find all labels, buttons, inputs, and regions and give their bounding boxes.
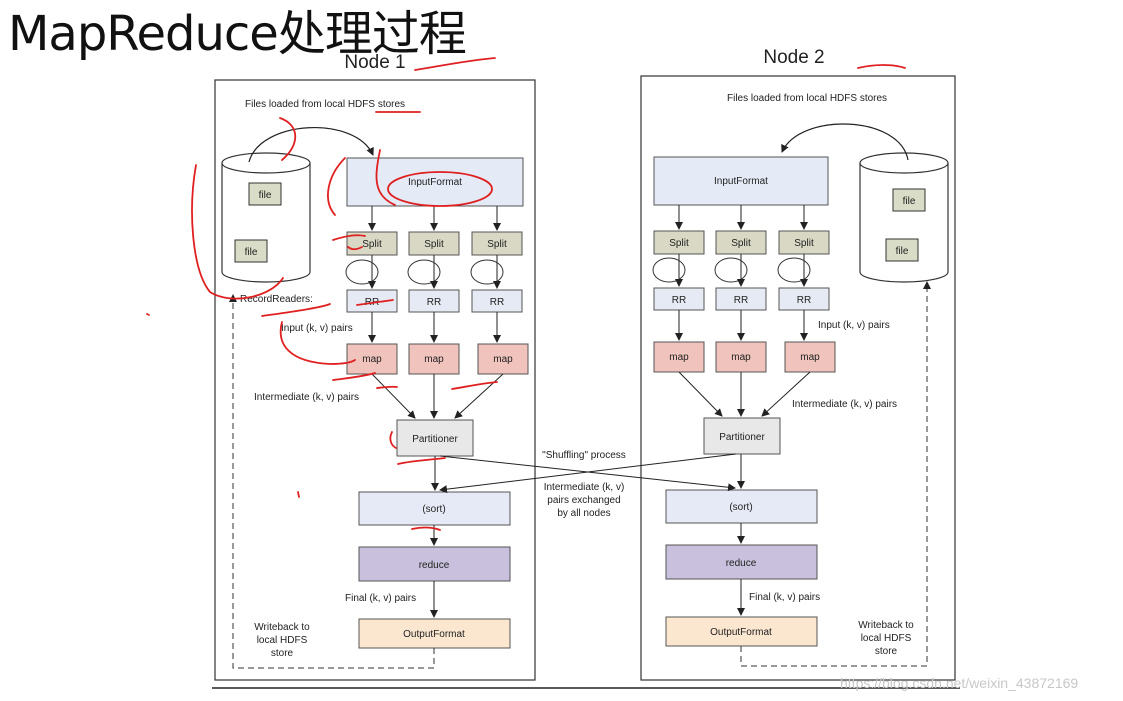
- node2-map-label: map: [731, 352, 751, 363]
- node2-frame: [640, 75, 956, 681]
- shuffle-desc-line: by all nodes: [557, 508, 610, 519]
- shuffle-desc-line: pairs exchanged: [547, 495, 620, 506]
- node1-split-label: Split: [487, 239, 507, 250]
- node2-split-label: Split: [794, 238, 814, 249]
- node2-inputformat-box: [653, 156, 829, 206]
- node2-file-label: file: [903, 196, 916, 207]
- node1-outputformat-box: [358, 618, 511, 649]
- node1-writeback-line: store: [271, 648, 294, 659]
- node1-split-label: Split: [424, 239, 444, 250]
- node1-writeback-line: Writeback to: [254, 622, 310, 633]
- node1-recordreaders-label: RecordReaders:: [240, 294, 313, 305]
- node1-frame: [214, 79, 536, 681]
- node1-file-label: file: [245, 247, 258, 258]
- node2-writeback-line: local HDFS: [861, 633, 912, 644]
- node1-map-label: map: [424, 354, 444, 365]
- node1-intermediate-label: Intermediate (k, v) pairs: [254, 392, 359, 403]
- node1-outputformat-label: OutputFormat: [403, 629, 465, 640]
- node2-label: Node 2: [763, 47, 824, 68]
- node1-input-pairs-label: Input (k, v) pairs: [281, 323, 353, 334]
- node2-final-label: Final (k, v) pairs: [749, 592, 820, 603]
- node1-hdfs-store: file file: [221, 152, 311, 283]
- node1-writeback-line: local HDFS: [257, 635, 308, 646]
- node2-map-label: map: [669, 352, 689, 363]
- node2-split-label: Split: [669, 238, 689, 249]
- node1-final-label: Final (k, v) pairs: [345, 593, 416, 604]
- node2-writeback-line: Writeback to: [858, 620, 914, 631]
- page-title: MapReduce处理过程: [8, 6, 467, 62]
- node2-rr-label: RR: [672, 295, 686, 306]
- node1-rr-label: RR: [490, 297, 504, 308]
- node1-files-text: Files loaded from local HDFS stores: [245, 99, 405, 110]
- red-annotations: [146, 57, 906, 531]
- node2-hdfs-store: file file: [859, 152, 949, 283]
- shuffle-label: "Shuffling" process: [542, 450, 626, 461]
- node2-outputformat-label: OutputFormat: [710, 627, 772, 638]
- node1-splits: Split Split Split: [346, 231, 523, 256]
- node2-file-label: file: [896, 246, 909, 257]
- node1-reduce-label: reduce: [419, 560, 450, 571]
- node2-record-readers: RR RR RR: [653, 287, 830, 311]
- node2-partitioner-label: Partitioner: [719, 432, 765, 443]
- node2-reduce-label: reduce: [726, 558, 757, 569]
- watermark: https://blog.csdn.net/weixin_43872169: [840, 675, 1078, 691]
- node1-split-label: Split: [362, 239, 382, 250]
- node1-label: Node 1: [344, 52, 405, 73]
- node1-maps: map map map: [346, 343, 529, 375]
- node1-file-label: file: [259, 190, 272, 201]
- node2-intermediate-label: Intermediate (k, v) pairs: [792, 399, 897, 410]
- node1-sort-label: (sort): [422, 504, 445, 515]
- node2-rr-label: RR: [734, 295, 748, 306]
- node1-record-readers: RR RR RR: [346, 289, 523, 313]
- node2-map-label: map: [800, 352, 820, 363]
- node2-partitioner-box: [703, 417, 781, 455]
- node2-maps: map map map: [653, 341, 836, 373]
- node1-reduce-box: [358, 546, 511, 582]
- node2-split-label: Split: [731, 238, 751, 249]
- node2-input-pairs-label: Input (k, v) pairs: [818, 320, 890, 331]
- node2-files-text: Files loaded from local HDFS stores: [727, 93, 887, 104]
- node1-map-label: map: [493, 354, 513, 365]
- node1-sort-box: [358, 491, 511, 526]
- node2-writeback-line: store: [875, 646, 898, 657]
- node1-inputformat-label: InputFormat: [408, 177, 462, 188]
- node2-sort-label: (sort): [729, 502, 752, 513]
- node1-rr-label: RR: [427, 297, 441, 308]
- node2-inputformat-label: InputFormat: [714, 176, 768, 187]
- node2-outputformat-box: [665, 616, 818, 647]
- node1-map-label: map: [362, 354, 382, 365]
- node2-splits: Split Split Split: [653, 230, 830, 255]
- node1-partitioner-label: Partitioner: [412, 434, 458, 445]
- shuffle-desc-line: Intermediate (k, v): [544, 482, 625, 493]
- node1-inputformat-box: [346, 157, 524, 207]
- node2-reduce-box: [665, 544, 818, 580]
- node2-rr-label: RR: [797, 295, 811, 306]
